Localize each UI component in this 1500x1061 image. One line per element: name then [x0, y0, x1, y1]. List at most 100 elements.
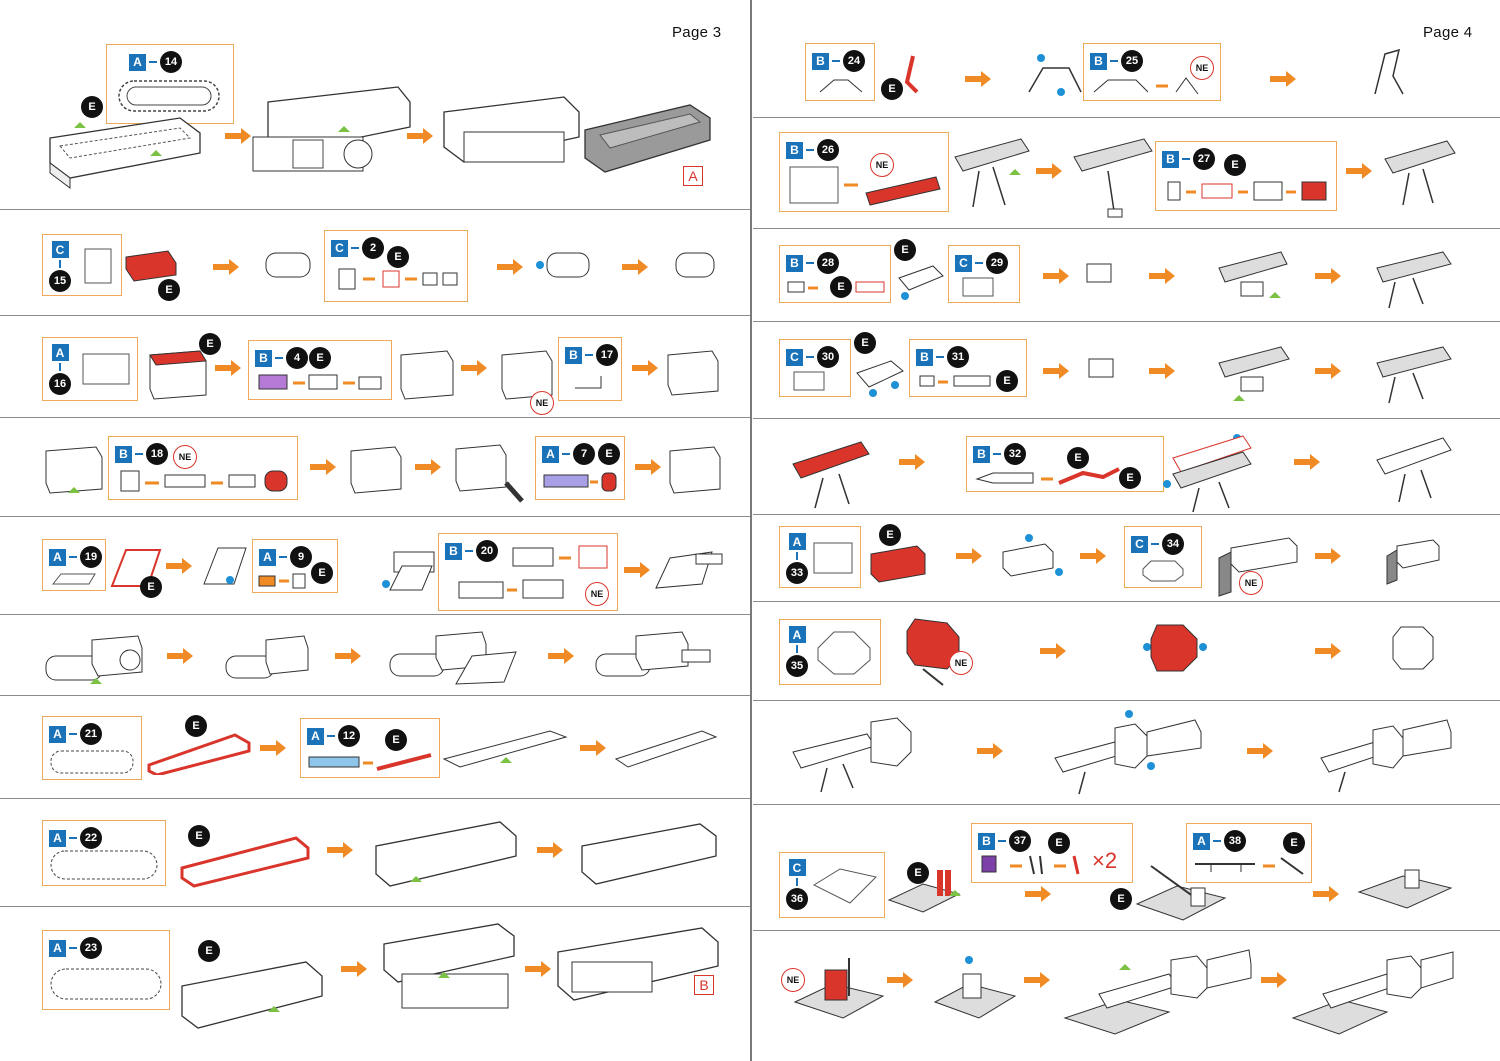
vehicle-assembly-illustration	[1291, 951, 1454, 1035]
step-chip: B 25	[1090, 50, 1143, 72]
flow-arrow	[260, 740, 286, 756]
step-row: A 19 E A 9 E	[0, 516, 750, 615]
step-number: 20	[476, 540, 498, 562]
flow-arrow	[580, 740, 606, 756]
ne-badge: NE	[870, 153, 894, 177]
red-frame-illustration	[792, 441, 870, 509]
step-box: B 27 E	[1155, 141, 1337, 211]
box-illustration	[1386, 539, 1440, 585]
frame-illustration	[1376, 251, 1452, 309]
e-badge: E	[598, 443, 620, 465]
step-chip: B 28	[786, 252, 839, 274]
frame-illustration	[1218, 346, 1290, 401]
part-sequence-illustration	[338, 268, 458, 290]
octagon-illustration	[1143, 624, 1207, 672]
sheet-letter: A	[49, 829, 66, 847]
step-box: B 4 E	[248, 340, 392, 400]
sheet-letter: C	[1131, 535, 1148, 553]
flow-arrow	[622, 259, 648, 275]
e-badge: E	[881, 78, 903, 100]
cylinder-illustration	[675, 252, 715, 278]
sheet-letter: B	[812, 52, 829, 70]
flow-arrow	[1080, 548, 1106, 564]
part-sequence-illustration	[975, 467, 1120, 485]
red-cylinder-illustration	[125, 250, 177, 282]
flow-arrow	[335, 648, 361, 664]
ne-badge: NE	[585, 582, 609, 606]
drive-assembly-illustration	[595, 631, 711, 677]
track-assembly-illustration	[181, 961, 323, 1029]
track-body-illustration	[443, 96, 580, 163]
page-4: Page 4 B 24 E B 25 NE	[753, 0, 1500, 1061]
sheet-letter: C	[788, 859, 806, 876]
flow-arrow	[407, 128, 433, 144]
e-badge: E	[907, 862, 929, 884]
track-rail-illustration	[442, 730, 568, 768]
step-box: A 7 E	[535, 436, 625, 500]
step-box: B 17	[558, 337, 622, 401]
part-sequence-illustration	[919, 375, 991, 387]
leg-illustration	[1374, 48, 1404, 95]
step-row	[0, 614, 750, 696]
step-chip: A 7	[542, 443, 595, 465]
gearbox-illustration	[669, 446, 721, 494]
part-sheet-illustration	[813, 542, 853, 574]
ne-badge: NE	[173, 445, 197, 469]
ne-badge: NE	[1190, 56, 1214, 80]
step-row: B 26 NE B 27 E	[753, 117, 1500, 229]
gearbox-illustration	[149, 350, 207, 400]
step-chip: B 32	[973, 443, 1026, 465]
part-sequence-illustration	[789, 166, 941, 206]
part-illustration	[51, 573, 96, 585]
part-sequence-illustration	[258, 374, 382, 390]
e-badge: E	[1283, 832, 1305, 854]
step-row	[753, 700, 1500, 805]
sheet-letter: A	[542, 445, 559, 463]
flow-arrow	[1043, 268, 1069, 284]
step-chip: B 31	[916, 346, 969, 368]
drive-assembly-illustration	[225, 635, 309, 679]
step-row: A 14 E	[0, 0, 750, 210]
step-number: 18	[146, 443, 168, 465]
step-chip: A 21	[49, 723, 102, 745]
red-octagon-illustration	[906, 618, 960, 686]
step-number: 12	[338, 725, 360, 747]
gearbox-illustration	[501, 350, 553, 400]
step-box: B 20 NE	[438, 533, 618, 611]
sheet-letter: B	[1090, 52, 1107, 70]
step-number: 17	[596, 344, 618, 366]
part-sequence-illustration	[458, 545, 608, 599]
sheet-letter: B	[978, 832, 995, 850]
e-badge: E	[894, 239, 916, 261]
step-chip: B 24	[812, 50, 865, 72]
assembly-illustration	[382, 551, 435, 591]
step-chip: C 34	[1131, 533, 1184, 555]
flow-arrow	[1261, 972, 1287, 988]
step-row: B 32 E E	[753, 418, 1500, 515]
leg-frame-illustration	[1028, 54, 1082, 96]
assembly-illustration	[655, 551, 723, 589]
e-badge: E	[188, 825, 210, 847]
flow-arrow	[632, 360, 658, 376]
e-badge: E	[309, 347, 331, 369]
step-box: C 30	[779, 339, 851, 397]
box-illustration	[1086, 263, 1112, 283]
step-row: A 33 E C 34	[753, 514, 1500, 602]
step-number: 14	[160, 51, 182, 73]
step-chip: B 27	[1162, 148, 1215, 170]
sheet-letter: B	[786, 141, 803, 159]
step-number: 31	[947, 346, 969, 368]
step-box: B 26 NE	[779, 132, 949, 212]
track-ring-illustration	[50, 750, 134, 774]
cylinder-illustration	[265, 252, 311, 278]
flow-arrow	[1315, 548, 1341, 564]
flow-arrow	[166, 558, 192, 574]
flow-arrow	[1270, 71, 1296, 87]
part-sequence-illustration	[1093, 77, 1199, 95]
step-chip: B 26	[786, 139, 839, 161]
sheet-letter: A	[129, 53, 146, 71]
step-number: 35	[786, 655, 808, 677]
e-badge: E	[158, 279, 180, 301]
octagon-illustration	[1392, 626, 1434, 670]
step-chip: B 37	[978, 830, 1031, 852]
